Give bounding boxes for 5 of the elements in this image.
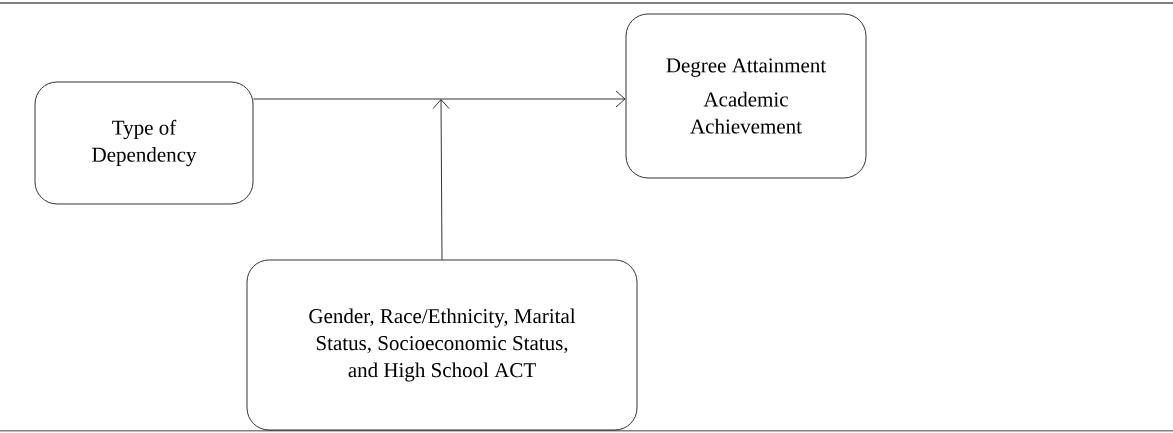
rounded-box: Degree Attainment Academic Achievement xyxy=(625,13,867,179)
arrow xyxy=(253,90,626,108)
arrow xyxy=(432,99,450,260)
rounded-box: Type of Dependency xyxy=(34,81,254,205)
rounded-box: Gender, Race/Ethnicity, Marital Status, Socioeconomic Status, and High School ACT xyxy=(246,259,638,431)
